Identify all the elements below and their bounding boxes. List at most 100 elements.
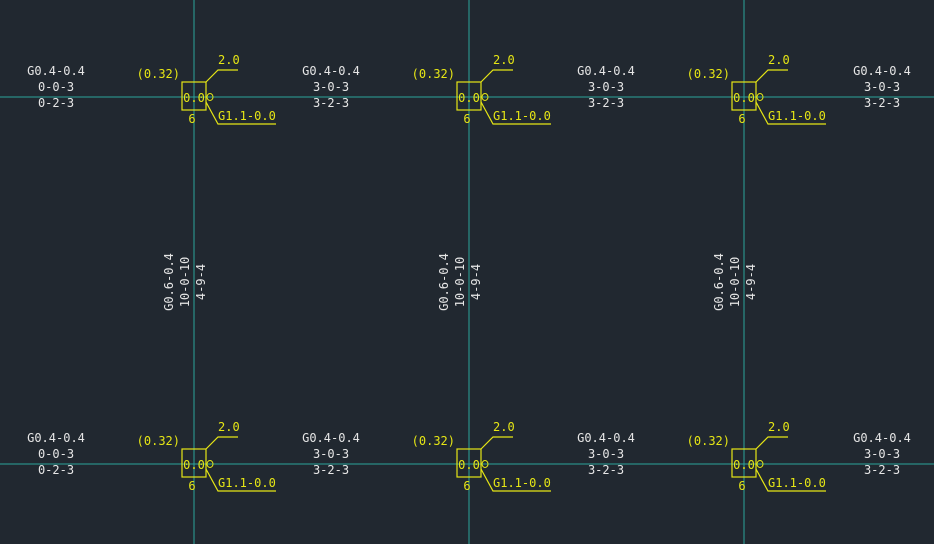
lower-leader-line	[755, 101, 826, 125]
beam-label: G0.4-0.43-0-33-2-3	[302, 431, 360, 477]
column-right-top-label: 2.0	[218, 53, 240, 67]
column-annotation: 0.0(0.32)2.0G1.1-0.06	[137, 420, 276, 493]
column-marker-icon	[756, 460, 764, 468]
column-below-label: 6	[188, 479, 195, 493]
beam-label-line: G0.4-0.4	[577, 431, 635, 445]
beam-label-line: 3-2-3	[864, 463, 900, 477]
column-right-bottom-label: G1.1-0.0	[768, 109, 826, 123]
beam-label-line: G0.4-0.4	[302, 64, 360, 78]
column-marker-icon	[206, 460, 214, 468]
column-right-top-label: 2.0	[493, 53, 515, 67]
column-right-bottom-label: G1.1-0.0	[493, 109, 551, 123]
lower-leader-line	[755, 468, 826, 492]
beam-label-line: 3-0-3	[313, 80, 349, 94]
lower-leader-line	[480, 101, 551, 125]
beam-label: G0.4-0.4 3-0-3 3-2-3	[302, 64, 360, 110]
column-below-label: 6	[188, 112, 195, 126]
beam-label-line: 3-0-3	[588, 447, 624, 461]
column-box	[181, 81, 207, 111]
column-box	[731, 448, 757, 478]
upper-leader-line	[480, 69, 513, 83]
lower-leader-line	[205, 101, 276, 125]
lower-leader-line	[480, 468, 551, 492]
beam-label-line: G0.4-0.4	[577, 64, 635, 78]
column-value: 0.0	[733, 91, 755, 105]
beam-label-line: G0.4-0.4	[27, 64, 85, 78]
column-value: 0.0	[183, 91, 205, 105]
column-below-label: 6	[738, 112, 745, 126]
column-below-label: 6	[463, 479, 470, 493]
column-right-top-label: 2.0	[218, 420, 240, 434]
column-annotation: 0.0(0.32) 2.0G1.1-0.0 6	[412, 420, 551, 493]
beam-label: G0.4-0.4 3-0-3 3-2-3	[577, 431, 635, 477]
column-load: (0.32)	[137, 434, 180, 448]
beam-label-line: 0-0-3	[38, 447, 74, 461]
column-load: (0.32)	[687, 434, 730, 448]
column-box	[456, 448, 482, 478]
vertical-beam-label-line: G0.6-0.4	[437, 253, 451, 311]
beam-label-line: G0.4-0.4	[27, 431, 85, 445]
column-value: 0.0	[458, 91, 480, 105]
beam-label-line: G0.4-0.4	[853, 64, 911, 78]
vertical-beam-label-line: G0.6-0.4	[712, 253, 726, 311]
beam-label-line: 3-2-3	[588, 96, 624, 110]
beam-label: G0.4-0.4 3-0-3 3-2-3	[853, 64, 911, 110]
upper-leader-line	[205, 69, 238, 83]
column-right-bottom-label: G1.1-0.0	[218, 109, 276, 123]
vertical-beam-label-line: 4-9-4	[744, 264, 758, 300]
column-value: 0.0	[458, 458, 480, 472]
column-load: (0.32)	[137, 67, 180, 81]
column-right-top-label: 2.0	[768, 53, 790, 67]
vertical-beam-label-line: G0.6-0.4	[162, 253, 176, 311]
beam-label-line: G0.4-0.4	[853, 431, 911, 445]
vertical-beam-label-line: 10-0-10	[453, 257, 467, 308]
beam-label-line: 0-0-3	[38, 80, 74, 94]
column-marker-icon	[481, 93, 489, 101]
beam-label-line: 3-2-3	[864, 96, 900, 110]
column-value: 0.0	[733, 458, 755, 472]
beam-label-line: 3-0-3	[313, 447, 349, 461]
beam-label-line: 0-2-3	[38, 463, 74, 477]
beam-label-line: 3-2-3	[588, 463, 624, 477]
upper-leader-line	[480, 436, 513, 450]
beam-label-line: G0.4-0.4	[302, 431, 360, 445]
column-below-label: 6	[738, 479, 745, 493]
lower-leader-line	[205, 468, 276, 492]
horizontal-beam-labels: G0.4-0.40-0-30-2-3G0.4-0.43-0-33-2-3G0.4…	[27, 64, 911, 477]
column-load: (0.32)	[412, 67, 455, 81]
upper-leader-line	[205, 436, 238, 450]
beam-label: G0.4-0.4 3-0-3 3-2-3	[577, 64, 635, 110]
column-box	[181, 448, 207, 478]
beam-label-line: 3-2-3	[313, 96, 349, 110]
column-right-bottom-label: G1.1-0.0	[768, 476, 826, 490]
column-annotation: 0.0(0.32) 2.0G1.1-0.0 6	[412, 53, 551, 126]
column-box	[731, 81, 757, 111]
column-right-bottom-label: G1.1-0.0	[493, 476, 551, 490]
column-right-top-label: 2.0	[493, 420, 515, 434]
column-annotation: 0.0(0.32)2.0G1.1-0.06	[687, 53, 826, 126]
column-annotations: 0.0(0.32)2.0G1.1-0.060.0(0.32)2.0G1.1-0.…	[137, 53, 826, 493]
beam-label-line: 0-2-3	[38, 96, 74, 110]
column-value: 0.0	[183, 458, 205, 472]
column-annotation: 0.0(0.32)2.0G1.1-0.06	[687, 420, 826, 493]
beam-label: G0.4-0.4 0-0-3 0-2-3	[27, 64, 85, 110]
column-marker-icon	[481, 460, 489, 468]
column-marker-icon	[206, 93, 214, 101]
column-below-label: 6	[463, 112, 470, 126]
beam-label-line: 3-0-3	[864, 447, 900, 461]
column-load: (0.32)	[412, 434, 455, 448]
beam-label-line: 3-0-3	[864, 80, 900, 94]
vertical-beam-label-line: 4-9-4	[194, 264, 208, 300]
beam-label: G0.4-0.4 3-0-3 3-2-3	[853, 431, 911, 477]
upper-leader-line	[755, 436, 788, 450]
vertical-beam-label-line: 4-9-4	[469, 264, 483, 300]
beam-label-line: 3-0-3	[588, 80, 624, 94]
beam-label: G0.4-0.4 0-0-3 0-2-3	[27, 431, 85, 477]
